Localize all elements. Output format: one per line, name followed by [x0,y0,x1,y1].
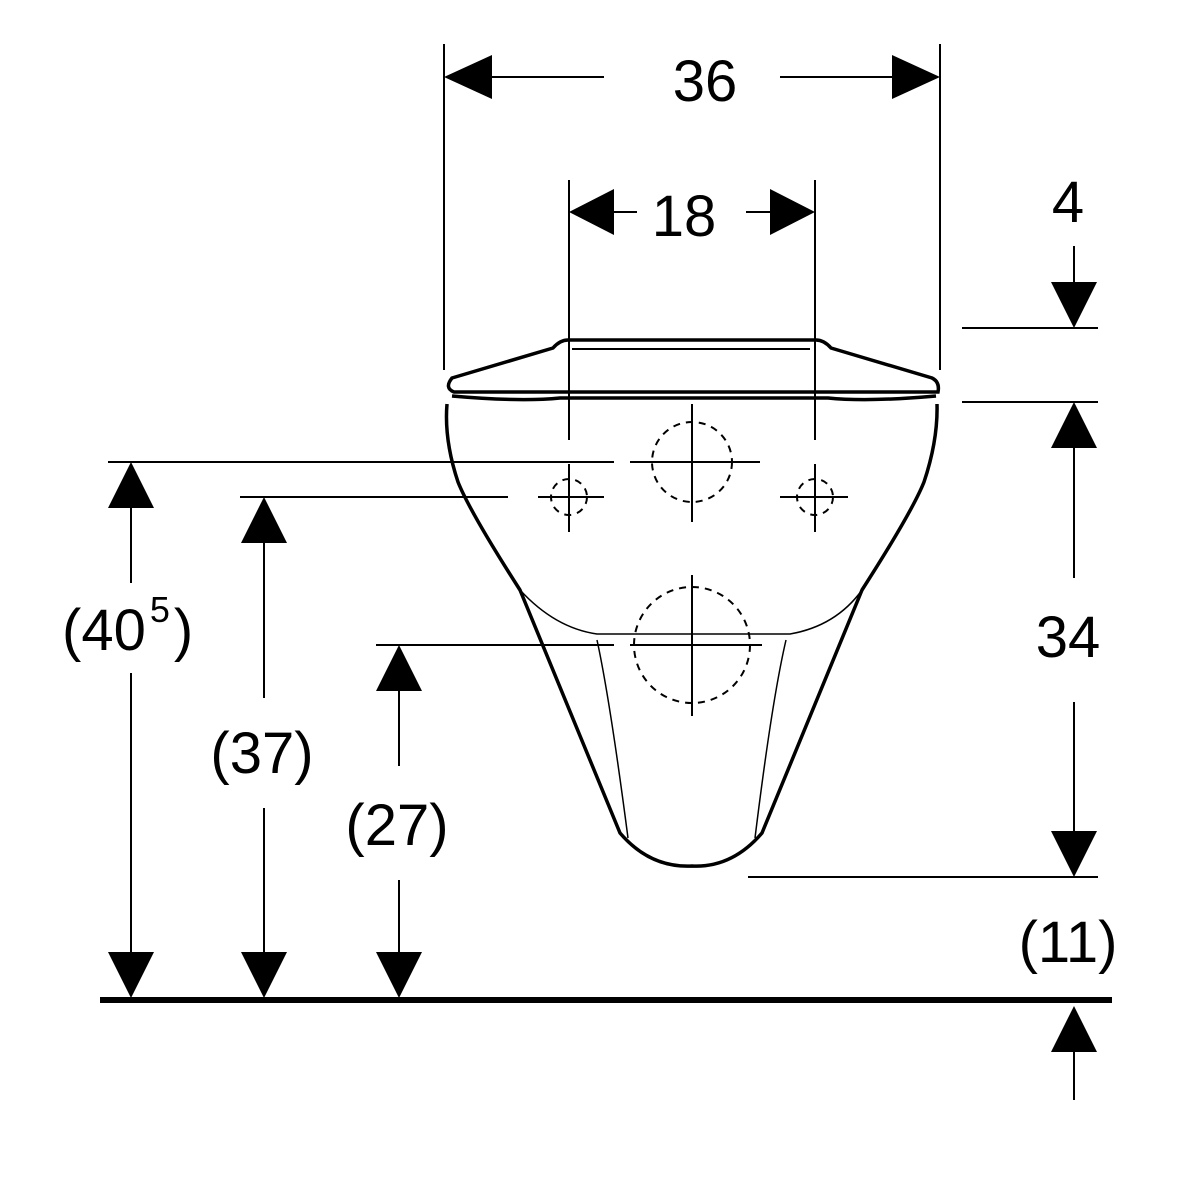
seat-thickness-label: 4 [1052,170,1084,235]
seat-lid [446,338,941,394]
dim-fixing-height: (37) [210,496,508,998]
toilet-outline [444,338,941,868]
inlet-height-superscript: 5 [150,589,170,630]
arrow-left [569,189,614,235]
arrow-up [376,645,422,691]
outlet-height-label: (27) [345,793,448,858]
inlet-height-label: (40 5 ) [62,589,193,663]
dim-floor-clearance: (11) [1019,910,1118,1100]
arrow-up [1051,1006,1097,1052]
fixing-spacing-label: 18 [652,184,717,249]
arrow-left [444,55,492,99]
arrow-down [376,952,422,998]
arrow-up [108,462,154,508]
dim-outlet-height: (27) [345,644,614,998]
arrow-down [1051,831,1097,877]
bowl-body [444,403,939,868]
hidden-holes [538,404,848,716]
dim-seat-thickness: 4 [962,170,1098,403]
bowl-inner-curve [519,589,863,635]
arrow-right [770,189,815,235]
bowl-height-label: 34 [1036,605,1101,670]
arrow-up [241,497,287,543]
width-total-label: 36 [673,49,738,114]
dim-width-total: 36 [443,44,941,370]
arrow-down [241,952,287,998]
floor-clearance-label: (11) [1019,910,1118,975]
arrow-up [1051,402,1097,448]
seat-ring [451,394,937,402]
dim-inlet-height: (40 5 ) [62,461,614,998]
bowl-front-left [596,639,629,839]
dim-fixing-spacing: 18 [568,180,816,440]
fixing-height-label: (37) [210,721,313,786]
arrow-down [108,952,154,998]
dim-bowl-height: 34 [748,402,1101,878]
arrow-right [892,55,940,99]
inlet-height-prefix: (40 [62,598,146,663]
inlet-height-suffix: ) [174,598,193,663]
bowl-front-right [754,639,787,839]
arrow-down [1051,282,1097,328]
